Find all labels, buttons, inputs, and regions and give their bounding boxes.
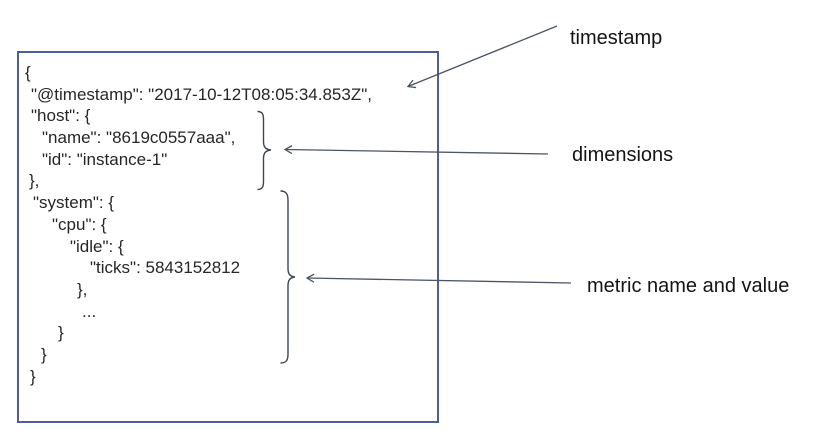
json-code-line-cpu: "cpu": { [52,214,107,234]
json-code-line: } [41,344,47,364]
dimensions-label: dimensions [572,144,674,166]
json-code-line-timestamp: "@timestamp": "2017-10-12T08:05:34.853Z"… [31,84,372,104]
json-code-line: }, [77,279,88,299]
json-code-line-system: "system": { [33,193,115,213]
timestamp-label: timestamp [570,27,663,49]
json-code-line-host-id: "id": "instance-1" [42,149,168,169]
json-code-line-ticks: "ticks": 5843152812 [90,258,241,278]
json-code-line-host-name: "name": "8619c0557aaa", [42,128,236,148]
json-code-line-host: "host": { [31,106,91,126]
json-code: { "@timestamp": "2017-10-12T08:05:34.853… [17,62,437,387]
json-code-line: }, [29,171,40,191]
json-code-line-ellipsis: ... [82,301,97,321]
json-code-line: } [30,366,36,386]
metric-label: metric name and value [587,275,790,297]
json-document-box [17,51,439,423]
json-code-line-idle: "idle": { [70,236,124,256]
json-code-line: } [58,323,64,343]
json-code-line: { [25,63,31,82]
